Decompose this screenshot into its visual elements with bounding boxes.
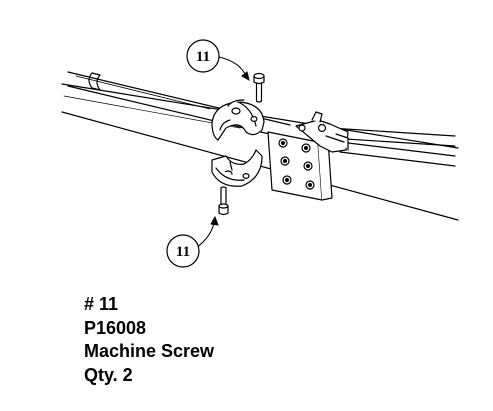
part-info: # 11 P16008 Machine Screw Qty. 2	[84, 293, 214, 387]
part-number-line: # 11	[84, 294, 119, 314]
part-code: P16008	[84, 317, 147, 338]
main-tube	[61, 83, 459, 221]
part-description: Machine Screw	[84, 341, 215, 361]
callout-arrowhead-lower	[210, 215, 219, 226]
lower-clamp-half	[211, 149, 263, 187]
callout-bubble-upper: 11	[186, 39, 220, 73]
part-quantity: Qty. 2	[84, 364, 133, 385]
callout-label-upper: 11	[196, 49, 210, 65]
upper-clamp-half	[211, 99, 265, 141]
callout-leader-upper	[218, 56, 247, 77]
callout-bubble-lower: 11	[166, 234, 200, 268]
tensioner-bracket	[295, 111, 349, 153]
callout-leader-lower	[195, 221, 215, 249]
machine-screw-lower	[218, 186, 229, 216]
callout-arrowhead-upper	[241, 71, 250, 82]
callout-label-lower: 11	[176, 244, 190, 260]
mounting-plate	[267, 131, 333, 201]
right-rods	[329, 127, 456, 167]
machine-screw-upper	[253, 72, 265, 103]
exploded-assembly-diagram: 11 11	[61, 39, 459, 268]
